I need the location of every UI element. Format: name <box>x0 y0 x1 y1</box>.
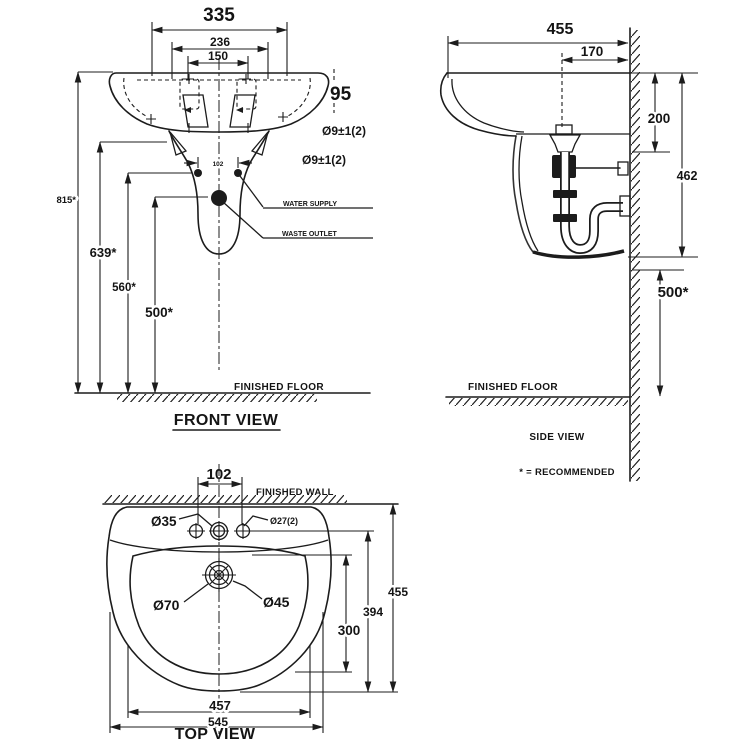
side-dim-462: 462 <box>677 169 698 183</box>
front-dim-639: 639* <box>90 245 118 260</box>
top-view-title: TOP VIEW <box>175 726 256 740</box>
top-dim-102: 102 <box>206 466 231 483</box>
top-view: 102 FINISHED WALL Ø35 Ø27(2) Ø70 Ø45 300… <box>102 464 411 740</box>
top-dim-394: 394 <box>363 605 383 619</box>
top-dia-27: Ø27(2) <box>270 516 298 526</box>
top-dim-545: 545 <box>208 715 228 729</box>
side-finished-floor-label: FINISHED FLOOR <box>468 382 558 393</box>
top-dim-300: 300 <box>338 623 361 638</box>
side-dim-200: 200 <box>648 111 671 126</box>
front-dim-560: 560* <box>112 282 136 294</box>
top-finished-wall-label: FINISHED WALL <box>256 487 334 498</box>
front-water-supply-label: WATER SUPPLY <box>283 201 337 208</box>
top-dia-70: Ø70 <box>153 597 180 613</box>
front-dim-236: 236 <box>210 35 230 49</box>
top-dia-45: Ø45 <box>263 594 290 610</box>
top-dim-455: 455 <box>388 585 408 599</box>
front-dim-500: 500* <box>145 305 174 320</box>
side-view-title: SIDE VIEW <box>529 432 584 443</box>
recommended-footnote: * = RECOMMENDED <box>519 467 615 478</box>
front-note-d9-2: Ø9±1(2) <box>302 153 346 167</box>
front-note-d9-1: Ø9±1(2) <box>322 124 366 138</box>
front-finished-floor-label: FINISHED FLOOR <box>234 382 324 393</box>
top-dia-35: Ø35 <box>151 514 177 529</box>
side-view: 455 170 200 462 500* FINISHED FLOOR SIDE… <box>439 21 700 482</box>
front-dim-335: 335 <box>203 5 235 26</box>
front-dim-150: 150 <box>208 49 228 63</box>
front-waste-outlet-label: WASTE OUTLET <box>282 231 338 238</box>
front-dim-102: 102 <box>213 161 224 168</box>
front-dim-815: 815* <box>56 195 76 206</box>
side-dim-455: 455 <box>547 21 574 38</box>
front-view: 335 236 150 95 Ø9±1(2) Ø9±1(2) 102 815* … <box>54 5 373 431</box>
front-dim-95: 95 <box>330 84 352 105</box>
front-view-title: FRONT VIEW <box>174 412 279 429</box>
side-dim-500: 500* <box>658 284 689 301</box>
side-dim-170: 170 <box>581 44 604 59</box>
top-dim-457: 457 <box>209 698 231 713</box>
